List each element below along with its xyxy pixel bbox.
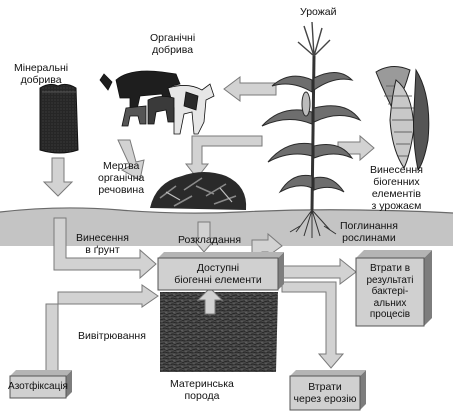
arrow-organic-to-litter	[117, 139, 145, 181]
arrow-decomposition	[190, 221, 218, 253]
parent-rock-block	[160, 292, 278, 372]
box-bacterial-shadow	[356, 250, 432, 326]
nitrogen-fixation-box: Азотфіксація	[8, 381, 68, 392]
arrow-mineral-to-soil	[42, 157, 74, 197]
harvest-removal-label: Винесення біогенних елементів з урожаєм	[370, 164, 423, 212]
dead-organic-matter-label: Мертва органічна речовина	[98, 160, 145, 196]
arrow-weathering	[196, 287, 224, 315]
parent-rock-label: Материнська порода	[170, 378, 234, 402]
cattle-icon	[99, 70, 215, 135]
box-nitrogen-shadow	[10, 370, 72, 398]
corn-plant-icon	[261, 21, 362, 211]
mineral-fertilizers-label: Мінеральні добрива	[14, 62, 69, 86]
arrow-soil-to-available	[53, 217, 157, 280]
litter-pile-icon	[150, 172, 247, 210]
soil-surface	[0, 207, 453, 246]
organic-fertilizers-label: Органічні добрива	[150, 32, 196, 56]
arrow-to-erosion-losses	[281, 281, 345, 369]
arrow-harvest-to-cattle	[223, 76, 277, 102]
plant-uptake-label: Поглинання рослинами	[340, 220, 398, 244]
roots-icon	[289, 209, 337, 238]
erosion-losses-box: Втрати через ерозію	[293, 381, 357, 405]
weathering-label: Вивітрювання	[78, 330, 146, 342]
bacterial-losses-box: Втрати в результаті бактері- альних проц…	[366, 263, 414, 321]
arrow-nitrogen-fixation	[45, 284, 159, 373]
box-erosion-shadow	[290, 370, 366, 410]
available-elements-box: Доступні біогенні елементи	[174, 262, 262, 286]
decomposition-label: Розкладання	[178, 234, 242, 246]
arrow-to-bacterial-losses	[281, 257, 357, 285]
fertilizer-bag-icon	[39, 83, 79, 154]
soil-input-label: Винесення в ґрунт	[76, 232, 129, 256]
arrow-plant-to-removal	[337, 134, 375, 162]
arrow-plant-to-litter	[184, 135, 263, 179]
corn-cobs-icon	[375, 66, 430, 172]
harvest-label: Урожай	[300, 6, 337, 18]
